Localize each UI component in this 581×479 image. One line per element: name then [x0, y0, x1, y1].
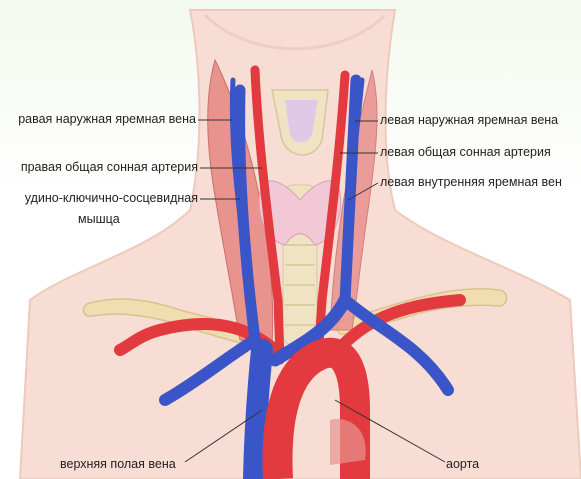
- label-left-common-carotid-artery: левая общая сонная артерия: [380, 145, 551, 160]
- label-sternocleidomastoid-line1: удино-ключично-сосцевидная: [0, 191, 198, 206]
- label-aorta: аорта: [446, 457, 479, 472]
- label-left-external-jugular-vein: левая наружная яремная вена: [380, 113, 558, 128]
- label-sternocleidomastoid-line2: мышца: [78, 212, 120, 227]
- label-right-external-jugular-vein: равая наружная яремная вена: [0, 112, 196, 127]
- label-right-common-carotid-artery: правая общая сонная артерия: [0, 160, 198, 175]
- label-left-internal-jugular-vein: левая внутренняя яремная вен: [380, 175, 581, 190]
- label-superior-vena-cava: верхняя полая вена: [60, 457, 176, 472]
